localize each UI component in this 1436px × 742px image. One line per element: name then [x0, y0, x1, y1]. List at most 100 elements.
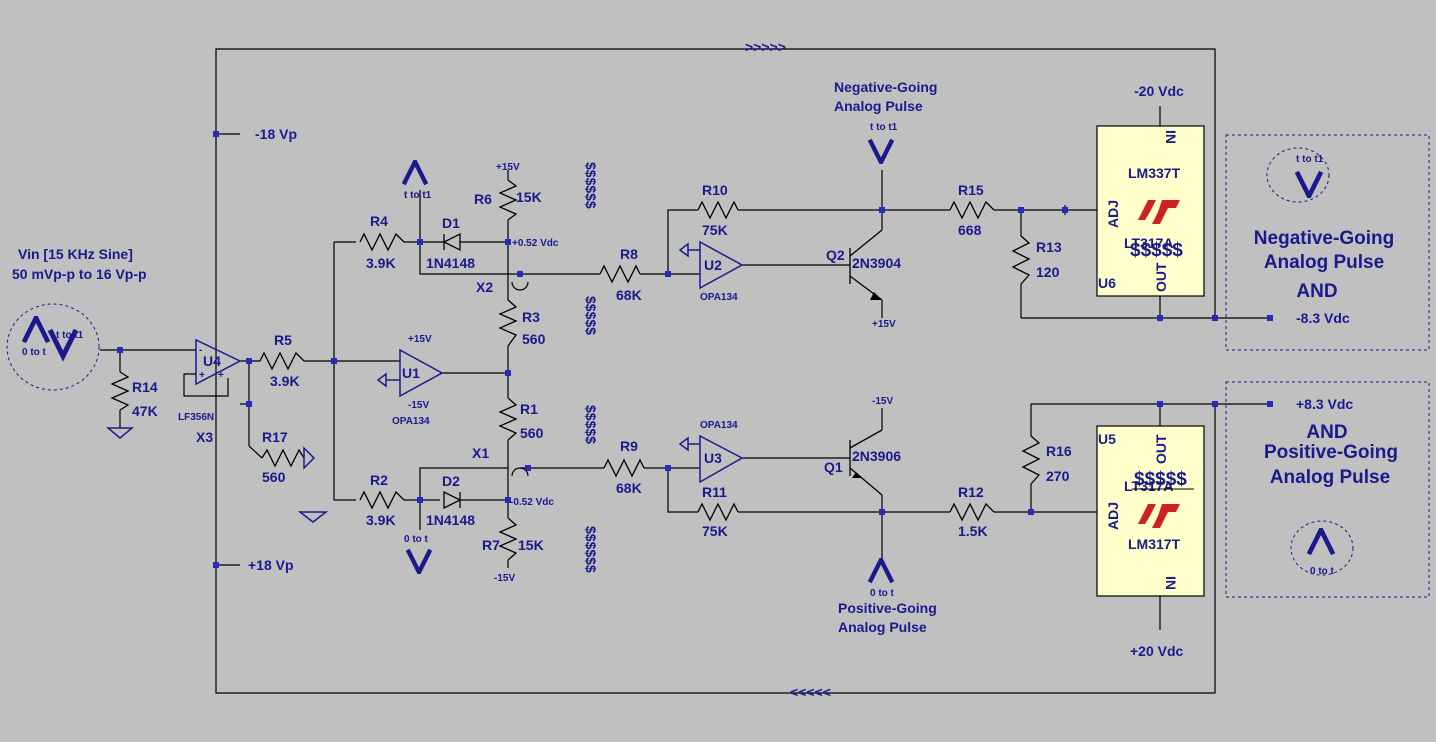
svg-text:+: + [199, 370, 205, 381]
svg-text:U1: U1 [402, 365, 420, 381]
svg-text:AND: AND [1296, 281, 1337, 302]
source-title: Vin [15 KHz Sine] [18, 246, 133, 262]
svg-text:X2: X2 [476, 279, 493, 295]
svg-text:+15V: +15V [408, 334, 432, 345]
svg-text:668: 668 [958, 222, 982, 238]
diode-bodies [440, 232, 462, 510]
svg-text:R17: R17 [262, 429, 288, 445]
svg-text:2N3904: 2N3904 [852, 255, 901, 271]
svg-text:560: 560 [262, 469, 286, 485]
svg-text:-15V: -15V [494, 573, 515, 584]
svg-text:R14: R14 [132, 379, 158, 395]
probe3-neg-pulse-icon [870, 140, 893, 163]
svg-text:LF356N: LF356N [178, 412, 214, 423]
svg-text:R11: R11 [702, 484, 727, 500]
svg-text:t to t1: t to t1 [1296, 154, 1324, 165]
svg-text:3.9K: 3.9K [366, 255, 396, 271]
legend-neg-pulse-icon [1297, 172, 1321, 196]
svg-text:15K: 15K [516, 189, 542, 205]
svg-text:-15V: -15V [872, 396, 893, 407]
svg-text:$$$$$: $$$$$ [583, 296, 599, 335]
svg-text:Analog Pulse: Analog Pulse [1264, 252, 1384, 273]
svg-text:Q2: Q2 [826, 247, 845, 263]
probe1-pos-pulse-icon [404, 162, 427, 185]
rail-neg18: -18 Vp [255, 126, 297, 142]
svg-text:OPA134: OPA134 [700, 420, 738, 431]
svg-text:D2: D2 [442, 473, 460, 489]
svg-text:AND: AND [1306, 422, 1347, 443]
svg-text:OUT: OUT [1153, 434, 1169, 464]
svg-text:1N4148: 1N4148 [426, 255, 475, 271]
svg-text:LT317A: LT317A [1124, 235, 1174, 251]
svg-text:560: 560 [520, 425, 544, 441]
svg-text:OUT: OUT [1153, 262, 1169, 292]
svg-text:1N4148: 1N4148 [426, 512, 475, 528]
source-sym2: 0 to t [22, 347, 47, 358]
legend-box-negative [1225, 134, 1430, 351]
svg-text:+15V: +15V [496, 162, 520, 173]
legend-pos-pulse-icon [1309, 530, 1333, 554]
source-sym1: t to t1 [56, 330, 84, 341]
svg-text:R16: R16 [1046, 443, 1072, 459]
svg-text:$$$$$: $$$$$ [1130, 240, 1183, 261]
rail-pos18: +18 Vp [248, 557, 294, 573]
svg-text:R12: R12 [958, 484, 984, 500]
svg-text:R4: R4 [370, 213, 388, 229]
svg-text:$$$$$: $$$$$ [583, 405, 599, 444]
svg-text:R8: R8 [620, 246, 638, 262]
flow-bottom: <<<<< [790, 684, 831, 700]
svg-text:IN: IN [1163, 576, 1179, 590]
wires [100, 48, 1270, 694]
svg-text:Analog Pulse: Analog Pulse [838, 619, 927, 635]
svg-text:OPA134: OPA134 [700, 292, 738, 303]
svg-text:ADJ: ADJ [1105, 200, 1121, 228]
svg-text:+20 Vdc: +20 Vdc [1130, 643, 1184, 659]
svg-text:15K: 15K [518, 537, 544, 553]
opamp-bodies: - + + [195, 240, 744, 484]
probe2-neg-pulse-icon [408, 550, 431, 573]
resistor-bodies [110, 179, 1041, 561]
svg-text:-0.52 Vdc: -0.52 Vdc [510, 497, 554, 508]
probe4-pos-pulse-icon [870, 560, 893, 583]
flow-top: >>>>> [745, 39, 786, 55]
svg-text:$$$$$$: $$$$$$ [583, 526, 599, 573]
svg-text:U4: U4 [203, 353, 221, 369]
svg-text:U2: U2 [704, 257, 722, 273]
svg-text:560: 560 [522, 331, 546, 347]
svg-text:R15: R15 [958, 182, 984, 198]
svg-text:Q1: Q1 [824, 459, 843, 475]
svg-text:Positive-Going: Positive-Going [838, 600, 937, 616]
lt-logo-icon-2 [1138, 504, 1180, 528]
svg-text:OPA134: OPA134 [392, 416, 430, 427]
svg-text:$$$$$: $$$$$ [1134, 469, 1187, 490]
svg-text:U6: U6 [1098, 275, 1116, 291]
junction-nodes [117, 131, 1273, 568]
svg-text:120: 120 [1036, 264, 1060, 280]
svg-text:LM317T: LM317T [1128, 536, 1181, 552]
svg-text:Negative-Going: Negative-Going [834, 79, 937, 95]
svg-text:R6: R6 [474, 191, 492, 207]
svg-text:-8.3 Vdc: -8.3 Vdc [1296, 310, 1350, 326]
svg-text:+: + [218, 370, 224, 381]
legend-neg-circle [1266, 147, 1330, 203]
svg-text:0 to t: 0 to t [1310, 566, 1335, 577]
svg-text:D1: D1 [442, 215, 460, 231]
svg-text:2N3906: 2N3906 [852, 448, 901, 464]
svg-text:0 to t: 0 to t [870, 588, 895, 599]
svg-text:Negative-Going: Negative-Going [1254, 228, 1394, 249]
svg-text:$$$$$$: $$$$$$ [583, 162, 599, 209]
svg-text:R2: R2 [370, 472, 388, 488]
svg-text:0 to t: 0 to t [404, 534, 429, 545]
svg-text:3.9K: 3.9K [270, 373, 300, 389]
legend-box-positive [1225, 381, 1430, 598]
svg-text:R1: R1 [520, 401, 538, 417]
svg-text:75K: 75K [702, 523, 728, 539]
svg-text:LM337T: LM337T [1128, 165, 1181, 181]
svg-text:75K: 75K [702, 222, 728, 238]
ground-symbols [105, 242, 700, 523]
svg-text:ADJ: ADJ [1105, 502, 1121, 530]
svg-text:t to t1: t to t1 [404, 190, 432, 201]
transistor-bodies [849, 229, 883, 496]
svg-text:U5: U5 [1098, 431, 1116, 447]
